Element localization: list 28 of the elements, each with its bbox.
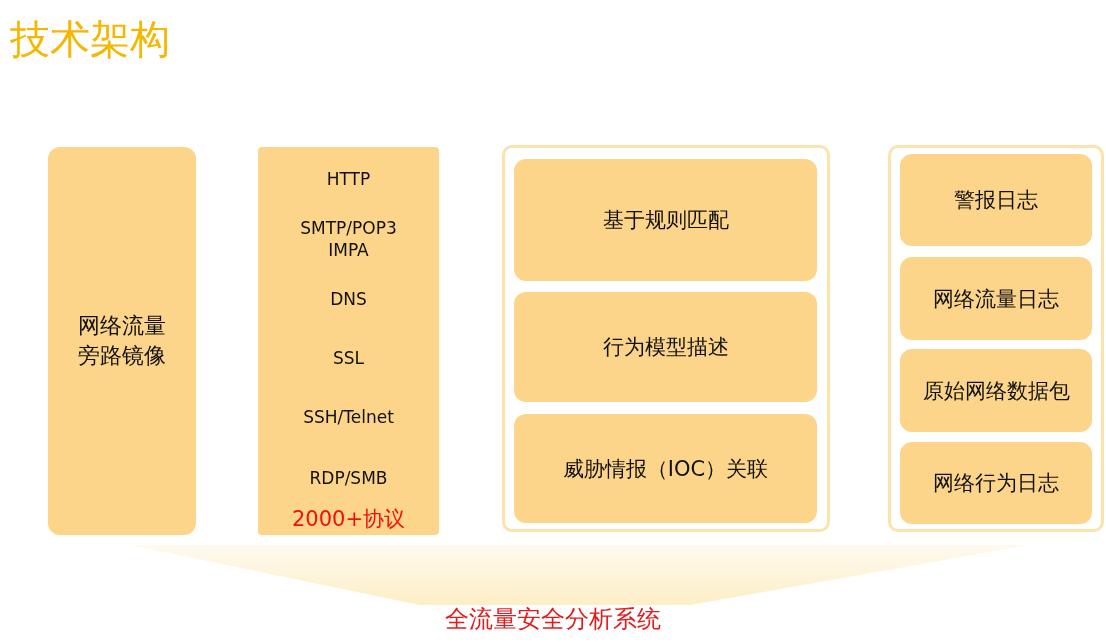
process-box xyxy=(514,292,817,402)
node-label: 网络流量旁路镜像 xyxy=(77,312,167,370)
group-frame xyxy=(502,145,830,532)
protocol-name: HTTP xyxy=(325,168,372,190)
protocol-name: DNS xyxy=(329,288,368,310)
process-box xyxy=(900,442,1092,524)
protocol-panel xyxy=(258,147,439,535)
process-box xyxy=(900,349,1092,432)
process-box xyxy=(514,159,817,281)
protocol-name: SMTP/POP3 IMPA xyxy=(299,217,398,261)
node-label: 行为模型描述 xyxy=(602,334,729,361)
node-label: 网络行为日志 xyxy=(933,470,1059,497)
node-label: 原始网络数据包 xyxy=(922,377,1070,405)
protocol-name: SSH/Telnet xyxy=(302,406,395,428)
process-box xyxy=(48,147,196,535)
process-box xyxy=(514,414,817,523)
protocol-count: 2000+协议 xyxy=(290,508,406,530)
protocol-name: SSL xyxy=(331,347,366,369)
node-label: 网络流量日志 xyxy=(933,285,1059,313)
group-frame xyxy=(888,145,1104,532)
node-label: 威胁情报（IOC）关联 xyxy=(562,455,769,483)
process-box xyxy=(900,154,1092,246)
process-box xyxy=(900,257,1092,340)
node-label: 警报日志 xyxy=(954,187,1038,214)
node-label: 基于规则匹配 xyxy=(602,207,729,234)
caption: 全流量安全分析系统 xyxy=(444,604,662,635)
protocol-name: RDP/SMB xyxy=(308,467,389,489)
title: 技术架构 xyxy=(10,15,170,64)
